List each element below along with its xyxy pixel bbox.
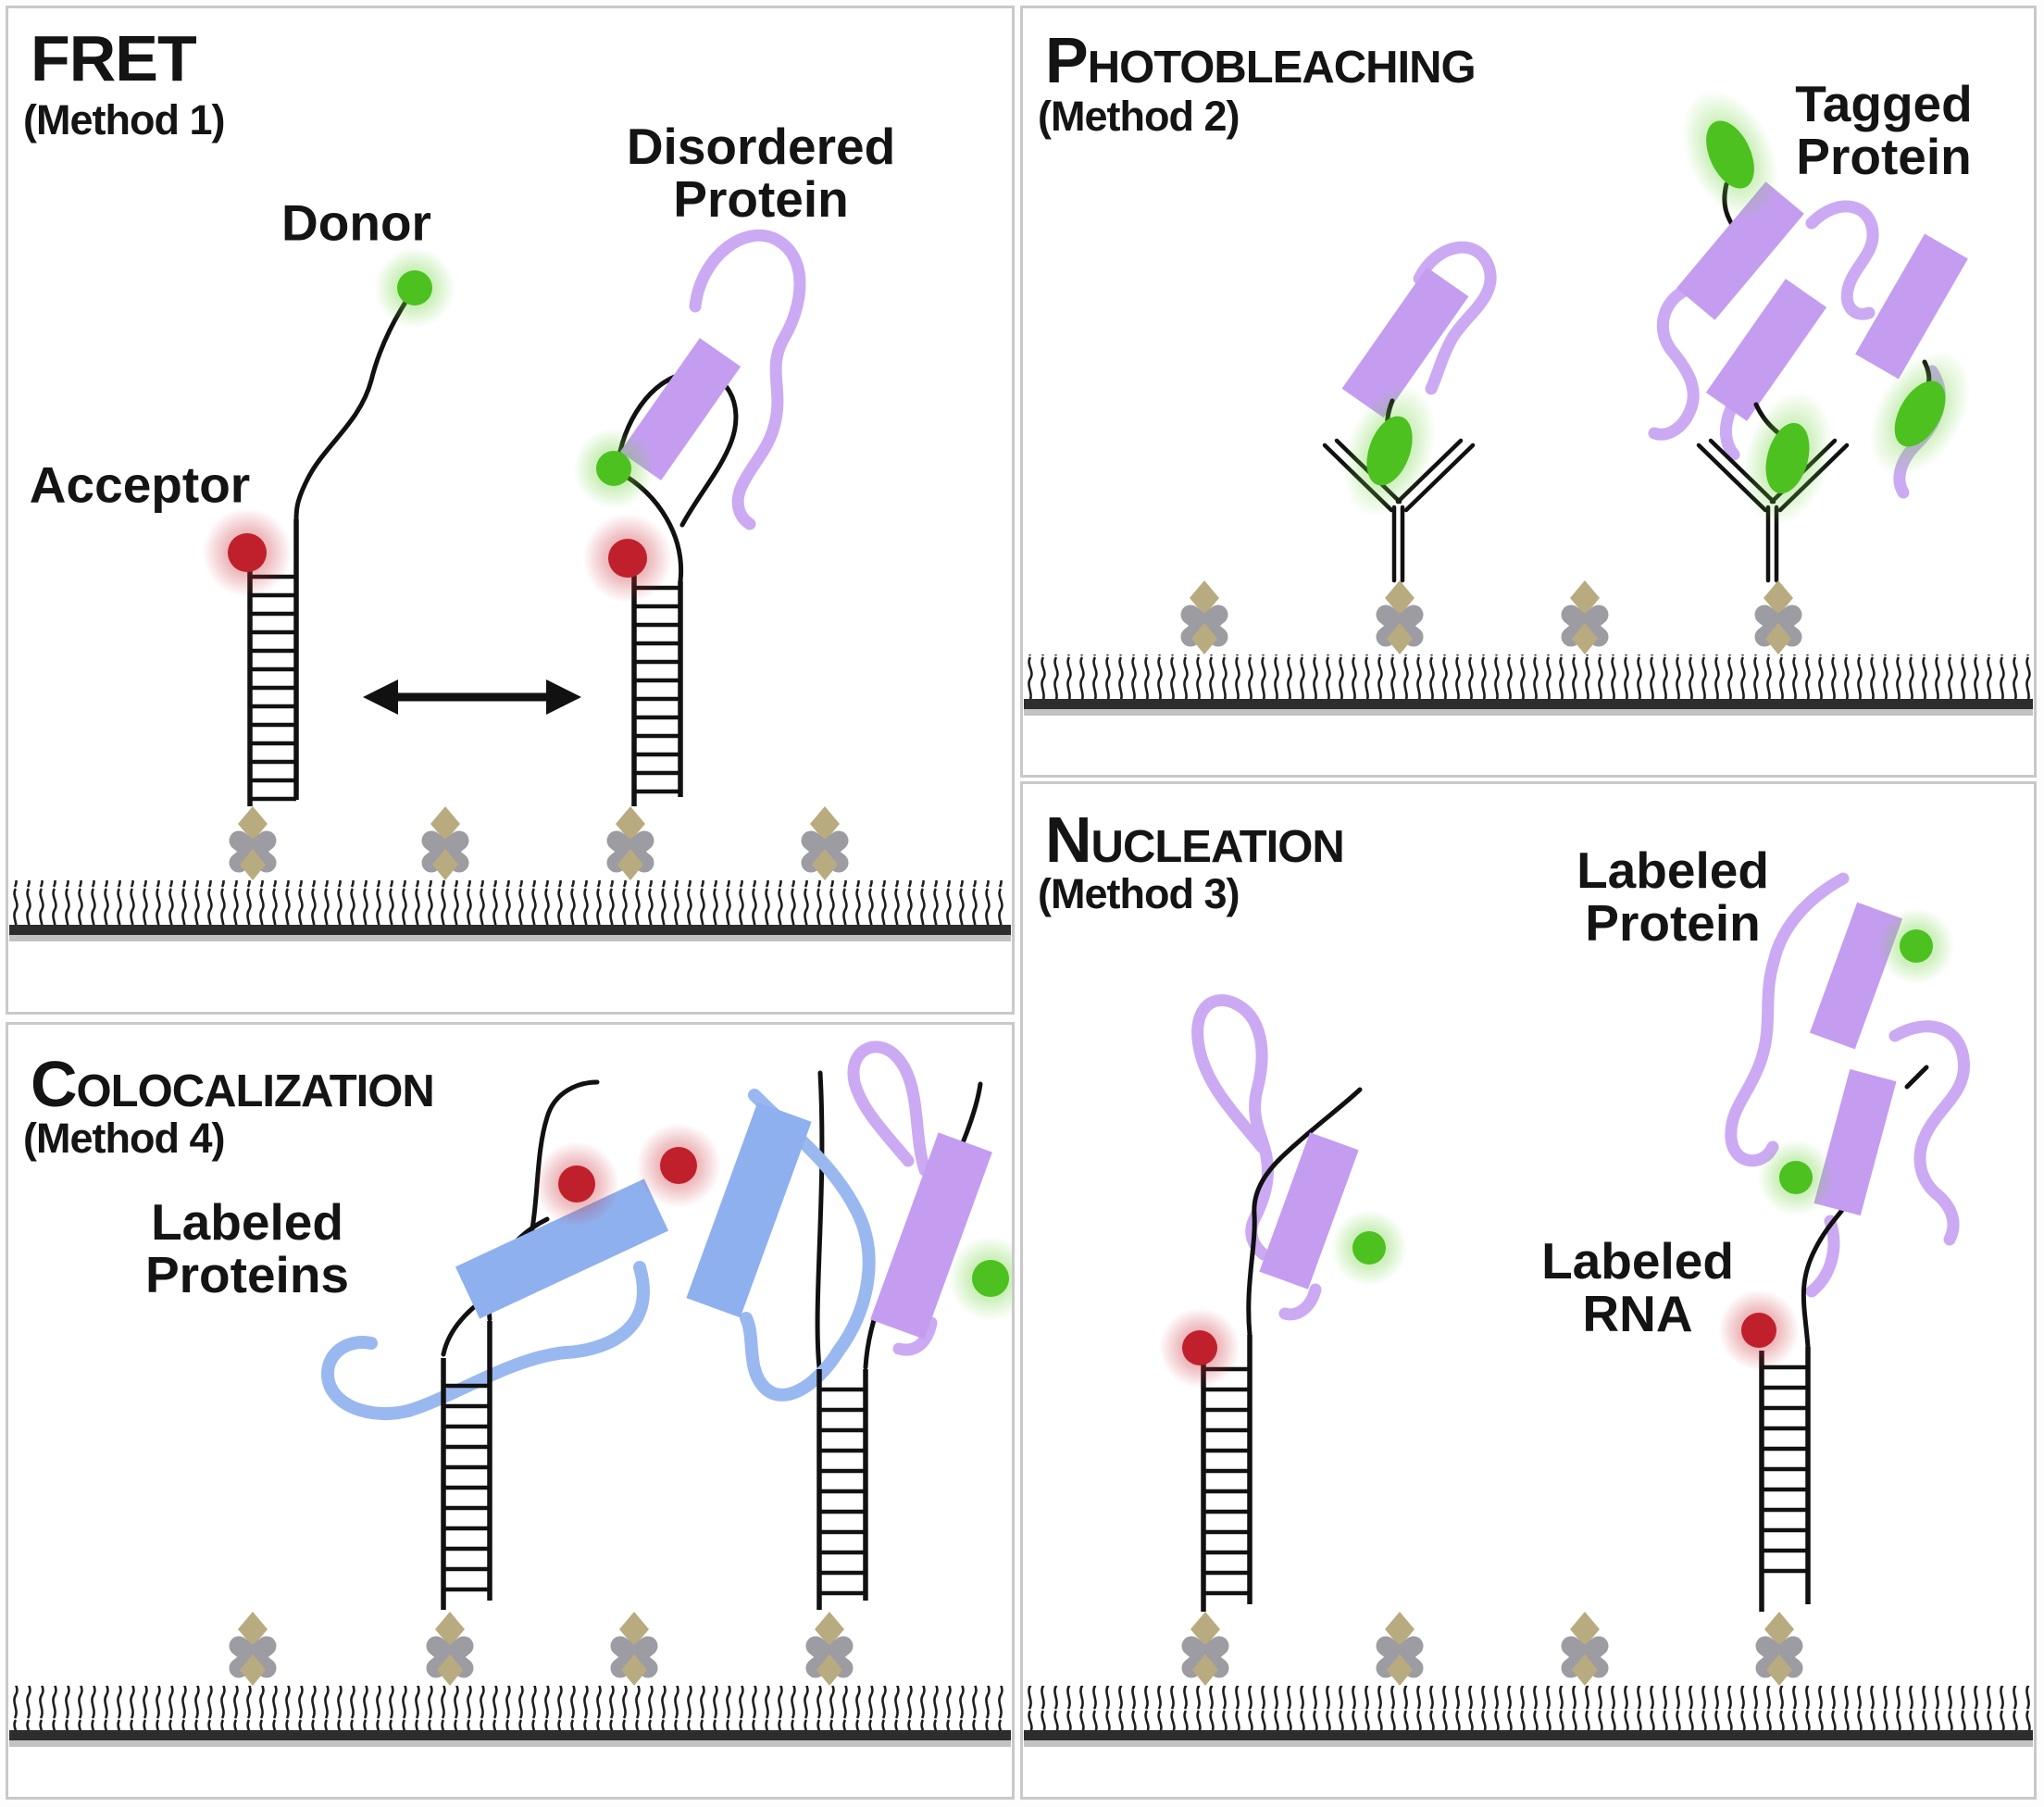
biotin-streptavidin-anchor (421, 806, 469, 880)
protein-loop (1720, 400, 1740, 461)
biotin-streptavidin-anchor (229, 806, 277, 880)
biotin-streptavidin-anchor (606, 806, 654, 880)
panel-fret: FRET (Method 1) Donor Acceptor Disordere… (6, 6, 1015, 1015)
acceptor-dye (202, 507, 293, 598)
protein-loop (1648, 281, 1700, 441)
exchange-arrow-icon (363, 679, 581, 715)
green-label-dye (1877, 907, 1955, 985)
biotin-streptavidin-anchor (229, 1612, 277, 1686)
label-tagged-protein: Tagged Protein (1795, 74, 1973, 185)
label-labeled-proteins: Labeled Proteins (144, 1192, 350, 1303)
protein-loop (1191, 994, 1274, 1261)
biotin-streptavidin-anchor (610, 1612, 658, 1686)
rna-duplex-ladder (441, 1321, 492, 1610)
biotin-streptavidin-anchor (1561, 580, 1609, 654)
gfp-tag-icon (1869, 350, 1971, 478)
disordered-protein-domain (619, 338, 742, 480)
photobleaching-diagram (1024, 90, 2033, 716)
green-label-dye (1330, 1209, 1408, 1287)
protein-domain (1813, 1068, 1897, 1216)
biotin-streptavidin-anchor (1181, 1612, 1229, 1686)
donor-dye (374, 247, 455, 329)
peg-surface (9, 1686, 1011, 1747)
panel-method-fret: (Method 1) (23, 96, 225, 143)
blue-protein-domain (455, 1178, 669, 1319)
panel-method-photobleaching: (Method 2) (1038, 93, 1240, 140)
biotin-streptavidin-anchor (801, 806, 849, 880)
blue-protein-domain (686, 1102, 812, 1318)
panel-title-photobleaching: Photobleaching (1045, 24, 1477, 96)
label-labeled-rna: Labeled RNA (1541, 1231, 1734, 1342)
red-label-dye (534, 1141, 619, 1227)
gfp-tag-icon (1742, 391, 1833, 526)
protein-domain (1676, 181, 1804, 320)
gfp-tag-icon (1342, 384, 1437, 517)
protein-loop (1805, 1215, 1840, 1298)
disordered-protein-loop (689, 229, 806, 530)
biotin-streptavidin-anchor (1561, 1612, 1609, 1686)
panel-title-colocalization: Colocalization (31, 1048, 435, 1120)
rna-strand (1246, 1087, 1363, 1338)
peg-surface (1024, 654, 2033, 716)
peg-surface (1024, 1686, 2033, 1747)
rna-strand (1904, 1065, 1929, 1090)
donor-dye (573, 428, 654, 509)
rna-duplex-ladder (816, 1369, 868, 1610)
protein-domain (1855, 233, 1968, 380)
panel-photobleaching: Photobleaching (Method 2) Tagged Protein (1020, 6, 2037, 778)
biotin-streptavidin-anchor (1376, 580, 1424, 654)
biotin-streptavidin-anchor (1754, 580, 1802, 654)
panel-method-nucleation: (Method 3) (1038, 870, 1240, 917)
rna-duplex-ladder (1201, 1335, 1253, 1612)
label-donor: Donor (281, 193, 431, 252)
label-disordered-protein: Disordered Protein (626, 117, 896, 228)
nucleation-diagram (1024, 872, 2033, 1747)
gfp-tag-icon (1681, 90, 1779, 219)
protein-loop (1278, 1283, 1322, 1321)
fret-diagram (9, 229, 1011, 941)
protein-loop (1805, 200, 1879, 320)
rna-duplex-ladder (1759, 1347, 1811, 1612)
blue-protein-loop (321, 1261, 650, 1420)
blue-protein-loop (740, 1089, 876, 1402)
panel-title-fret: FRET (31, 22, 197, 94)
panel-title-nucleation: Nucleation (1045, 804, 1345, 876)
biotin-streptavidin-anchor (1180, 580, 1228, 654)
protein-loop (1413, 241, 1497, 395)
green-label-dye (1757, 1139, 1835, 1216)
biotin-streptavidin-anchor (426, 1612, 474, 1686)
rna-strand (815, 1070, 825, 1370)
panel-colocalization: Colocalization (Method 4) Labeled Protei… (6, 1022, 1015, 1800)
protein-domain (870, 1132, 992, 1340)
protein-loop (1725, 872, 1850, 1167)
protein-domain (1705, 279, 1827, 421)
panel-method-colocalization: (Method 4) (23, 1115, 225, 1162)
protein-loop (892, 1316, 938, 1356)
acceptor-dye (582, 513, 673, 604)
red-label-dye (1718, 1290, 1800, 1371)
peg-surface (9, 880, 1011, 941)
label-acceptor: Acceptor (29, 455, 251, 514)
biotin-streptavidin-anchor (805, 1612, 854, 1686)
rna-strand (293, 285, 418, 526)
colocalization-diagram (9, 1041, 1012, 1747)
protein-domain (1259, 1132, 1359, 1290)
red-label-dye (1159, 1307, 1240, 1389)
protein-loop (1888, 1020, 1971, 1246)
biotin-streptavidin-anchor (1755, 1612, 1803, 1686)
label-labeled-protein: Labeled Protein (1577, 841, 1769, 952)
biotin-streptavidin-anchor (1376, 1612, 1424, 1686)
protein-loop (847, 1041, 931, 1177)
protein-domain (1341, 267, 1469, 418)
red-label-dye (636, 1123, 721, 1208)
panel-nucleation: Nucleation (Method 3) Labeled Protein La… (1020, 781, 2037, 1800)
green-label-dye (948, 1236, 1012, 1321)
